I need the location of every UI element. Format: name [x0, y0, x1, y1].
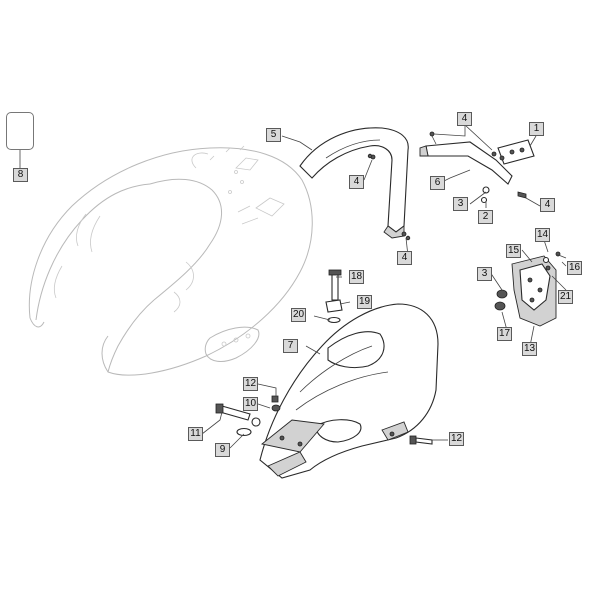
part-label-21[interactable]: 21: [558, 290, 573, 304]
part-label-5[interactable]: 5: [266, 128, 281, 142]
part-label-16[interactable]: 16: [567, 261, 582, 275]
part-label-6[interactable]: 6: [430, 176, 445, 190]
tail-body-ghost: [28, 145, 313, 376]
part-label-4[interactable]: 4: [457, 112, 472, 126]
part-label-8[interactable]: 8: [13, 168, 28, 182]
mudguard-fasteners: [215, 153, 433, 445]
part-label-4[interactable]: 4: [349, 175, 364, 189]
part-label-1[interactable]: 1: [529, 122, 544, 136]
part-label-4[interactable]: 4: [540, 198, 555, 212]
part-label-2[interactable]: 2: [478, 210, 493, 224]
part-label-13[interactable]: 13: [522, 342, 537, 356]
part-label-19[interactable]: 19: [357, 295, 372, 309]
part-label-14[interactable]: 14: [535, 228, 550, 242]
part-label-17[interactable]: 17: [497, 327, 512, 341]
plate-bracket-part-13: [494, 251, 567, 327]
part-label-4[interactable]: 4: [397, 251, 412, 265]
part-label-3[interactable]: 3: [477, 267, 492, 281]
part-label-9[interactable]: 9: [215, 443, 230, 457]
bracket-part-6: [419, 131, 535, 204]
clip-callout-box: [6, 112, 34, 150]
part-label-15[interactable]: 15: [506, 244, 521, 258]
mudguard-part-7: [259, 303, 439, 479]
part-label-10[interactable]: 10: [243, 397, 258, 411]
part-label-20[interactable]: 20: [291, 308, 306, 322]
part-label-12[interactable]: 12: [243, 377, 258, 391]
part-label-11[interactable]: 11: [188, 427, 203, 441]
part-label-3[interactable]: 3: [453, 197, 468, 211]
grab-rail-part-5: [299, 127, 409, 239]
part-label-18[interactable]: 18: [349, 270, 364, 284]
part-label-12[interactable]: 12: [449, 432, 464, 446]
part-label-7[interactable]: 7: [283, 339, 298, 353]
